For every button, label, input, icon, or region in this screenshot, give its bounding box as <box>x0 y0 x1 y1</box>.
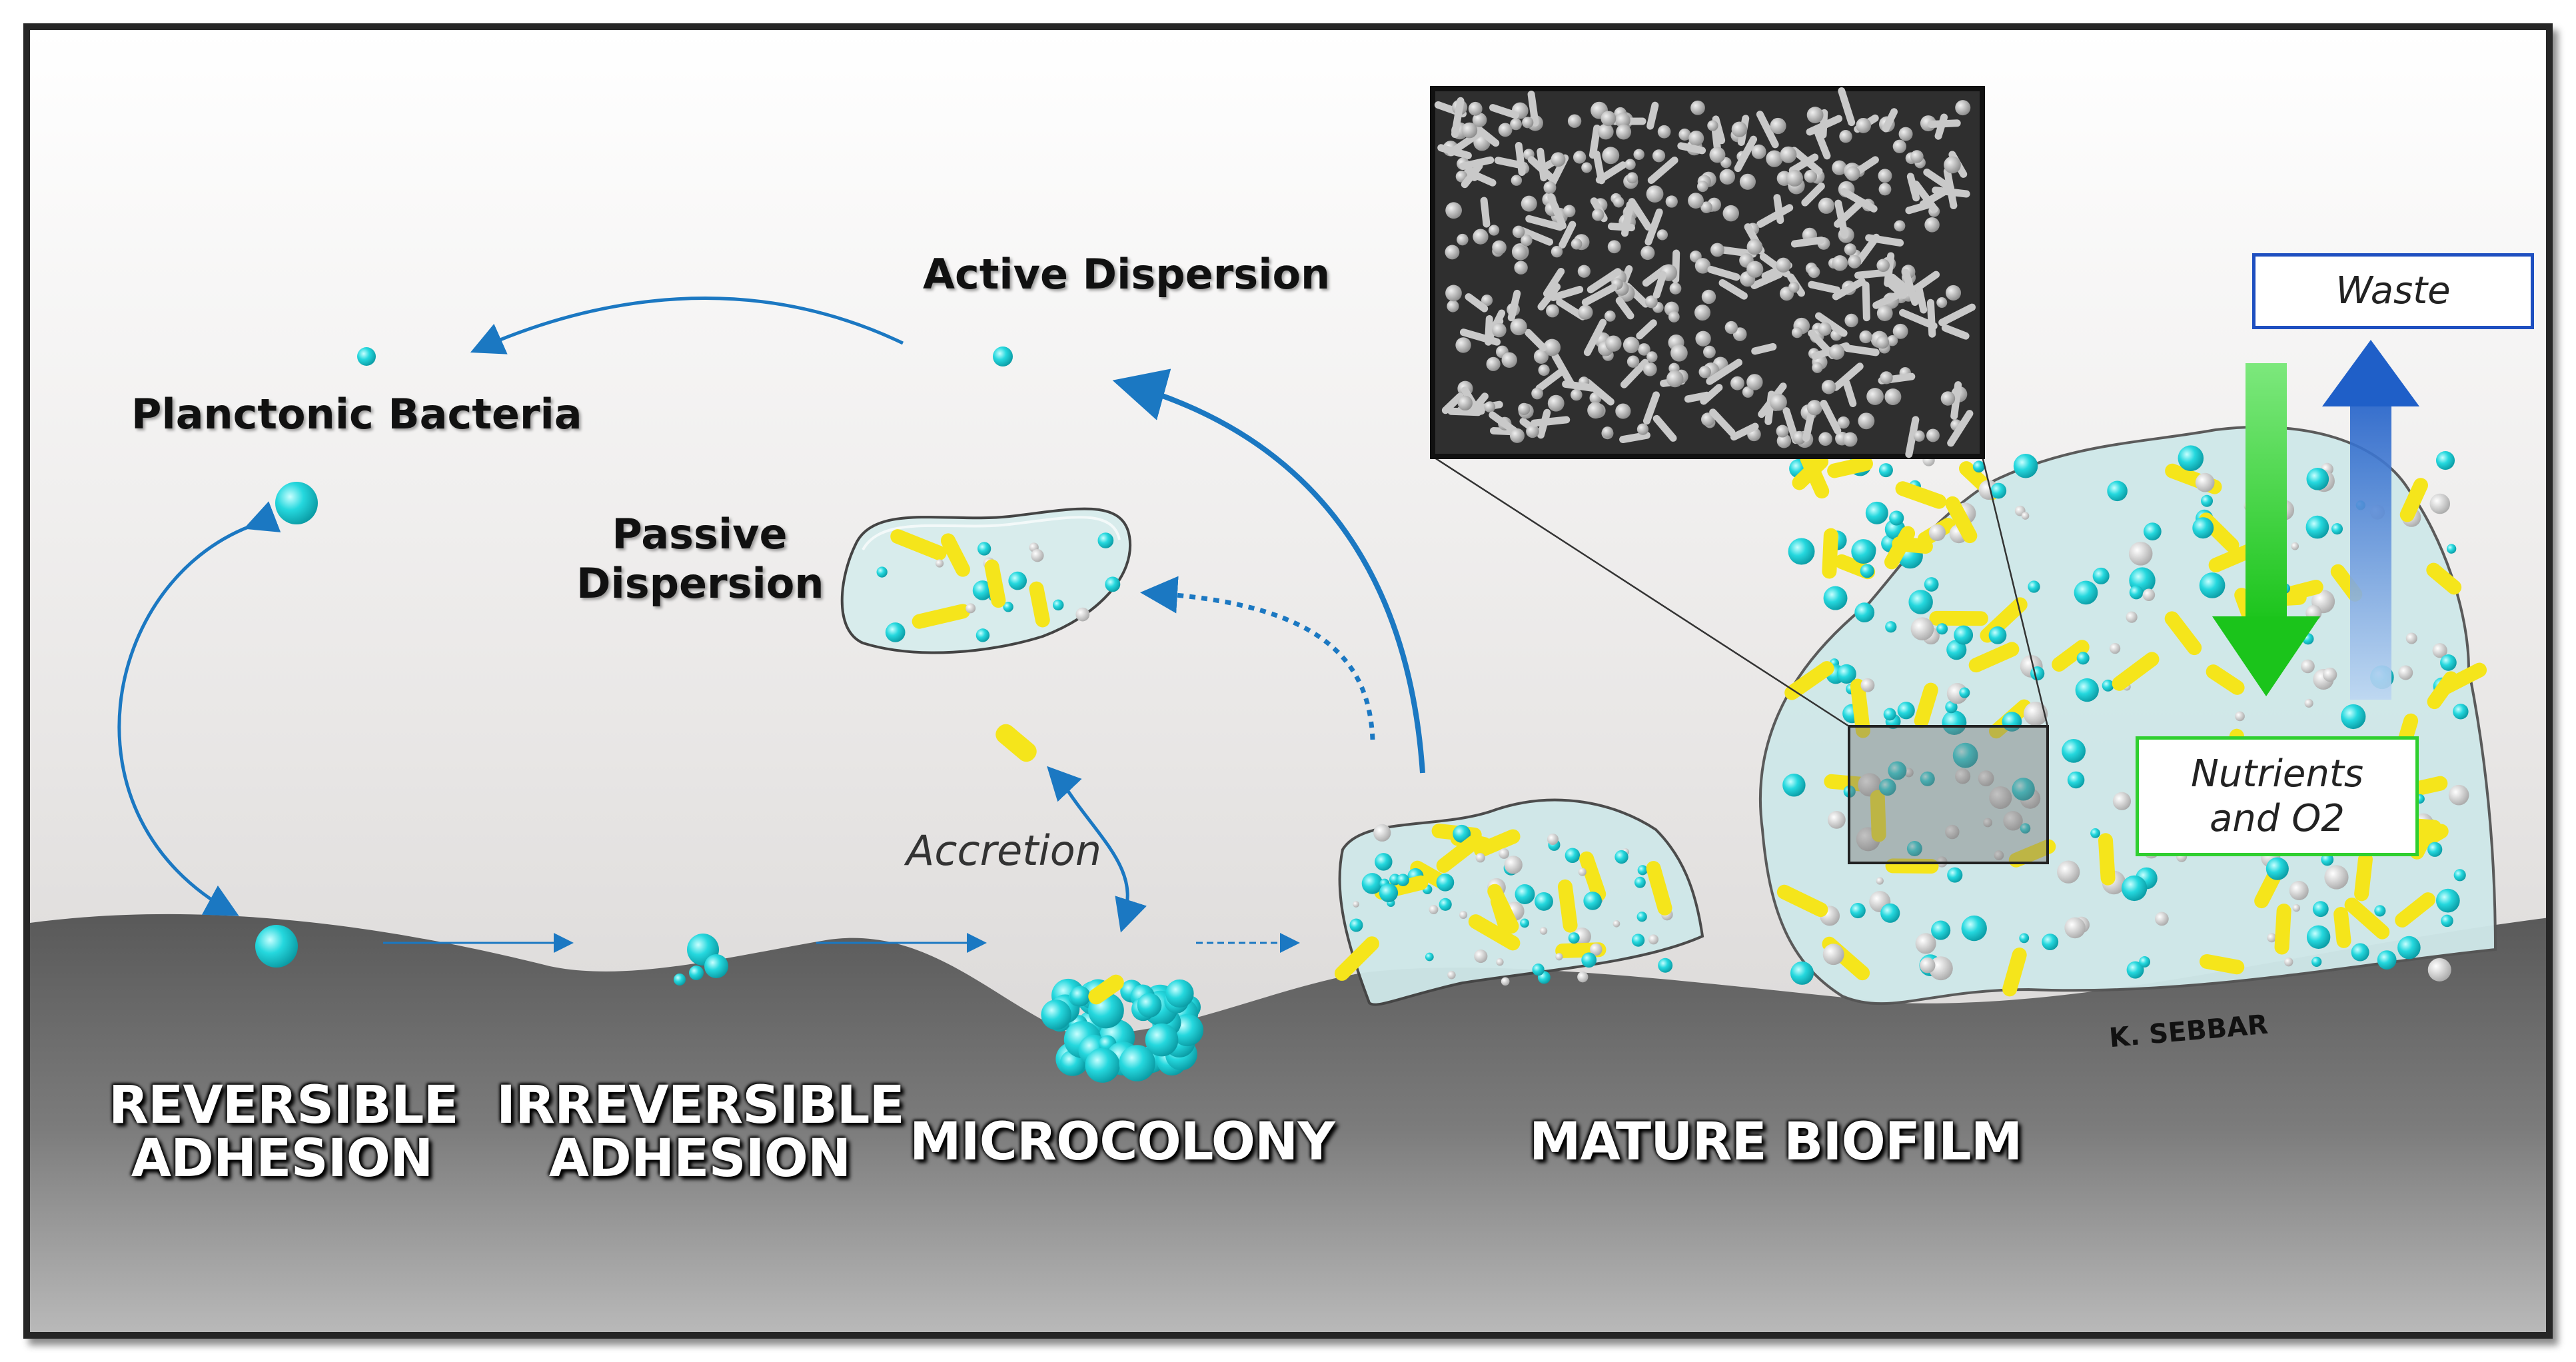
stage-microcolony: MICROCOLONY <box>910 1112 1335 1172</box>
nutrients-arrow <box>2212 363 2320 696</box>
waste-box: Waste <box>2252 253 2534 329</box>
nutrients-line2: and O2 <box>2210 797 2345 841</box>
reversible-cycle-arrow <box>117 501 281 916</box>
active-dispersion-label: Active Dispersion <box>923 250 1331 299</box>
bacteria-cells <box>255 346 1037 986</box>
passive-dispersion-label: Passive Dispersion <box>576 510 824 609</box>
stage-irreversible-adhesion: IRREVERSIBLE ADHESION <box>496 1075 905 1189</box>
stage-irreversible-line2: ADHESION <box>548 1128 851 1189</box>
planctonic-bacteria-label: Planctonic Bacteria <box>131 390 582 438</box>
stage-reversible-line1: REVERSIBLE <box>109 1075 459 1135</box>
stage-reversible-adhesion: REVERSIBLE ADHESION <box>109 1075 459 1189</box>
passive-clump-cells <box>876 529 1121 642</box>
stage-reversible-line2: ADHESION <box>131 1128 433 1189</box>
substrate-surface <box>30 914 2546 1332</box>
active-to-planctonic-arrow <box>470 297 904 354</box>
young-biofilm-cells <box>1334 824 1673 986</box>
sem-micrograph <box>1430 86 1985 459</box>
process-arrows <box>117 297 1425 953</box>
nutrients-box: Nutrients and O2 <box>2136 736 2419 856</box>
accretion-label: Accretion <box>906 826 1101 875</box>
stage-mature-biofilm: MATURE BIOFILM <box>1529 1112 2022 1172</box>
figure-frame: Planctonic Bacteria Active Dispersion Pa… <box>23 23 2553 1339</box>
waste-arrow <box>2322 340 2419 700</box>
zoom-line-left <box>1432 455 1850 728</box>
zoom-region <box>1848 725 2049 864</box>
biofilm-diagram <box>30 30 2546 1332</box>
zoom-line-right <box>1981 456 2049 727</box>
passive-dispersion-line2: Dispersion <box>576 559 824 608</box>
stage-irreversible-line1: IRREVERSIBLE <box>496 1075 905 1135</box>
passive-dispersion-line1: Passive <box>612 510 788 558</box>
microcolony-cluster <box>1041 974 1204 1083</box>
waste-label: Waste <box>2335 269 2451 313</box>
nutrients-line1: Nutrients <box>2191 752 2363 796</box>
active-dispersion-arrow <box>1112 368 1425 774</box>
